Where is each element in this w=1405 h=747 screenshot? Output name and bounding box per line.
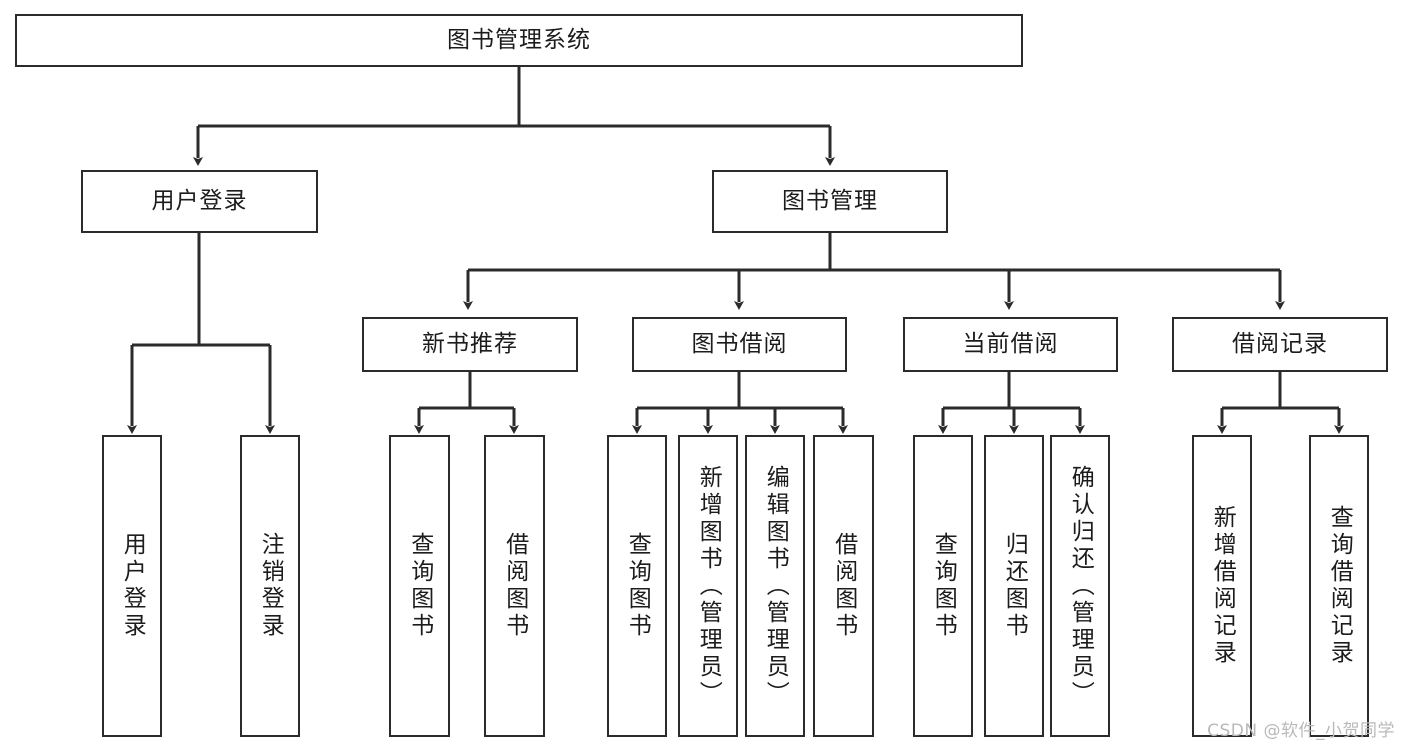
leaf-borrow-edit-book-admin[interactable]: 编辑图书（管理员） <box>745 435 805 737</box>
leaf-current-confirm-return-admin[interactable]: 确认归还（管理员） <box>1050 435 1110 737</box>
node-label: 新增图书（管理员） <box>695 464 722 708</box>
node-borrow-record[interactable]: 借阅记录 <box>1172 317 1388 372</box>
node-label: 图书管理 <box>782 187 878 214</box>
leaf-borrow-add-book-admin[interactable]: 新增图书（管理员） <box>678 435 738 737</box>
leaf-recommend-query-book[interactable]: 查询图书 <box>389 435 450 737</box>
leaf-current-return-book[interactable]: 归还图书 <box>984 435 1044 737</box>
leaf-borrow-query-book[interactable]: 查询图书 <box>607 435 667 737</box>
node-current-borrow[interactable]: 当前借阅 <box>903 317 1118 372</box>
node-label: 借阅图书 <box>501 532 528 640</box>
node-label: 查询图书 <box>406 532 433 640</box>
node-label: 注销登录 <box>257 532 284 640</box>
node-label: 编辑图书（管理员） <box>762 464 789 708</box>
node-label: 图书管理系统 <box>447 26 591 53</box>
node-label: 归还图书 <box>1001 532 1028 640</box>
node-book-management[interactable]: 图书管理 <box>712 170 948 233</box>
node-label: 查询图书 <box>930 532 957 640</box>
leaf-user-login-signin[interactable]: 用户登录 <box>102 435 162 737</box>
node-label: 当前借阅 <box>962 330 1059 357</box>
leaf-recommend-borrow-book[interactable]: 借阅图书 <box>484 435 545 737</box>
node-label: 图书借阅 <box>691 330 788 357</box>
node-label: 用户登录 <box>119 532 146 640</box>
node-label: 新增借阅记录 <box>1209 505 1236 667</box>
node-root-system[interactable]: 图书管理系统 <box>15 14 1023 67</box>
leaf-record-query-record[interactable]: 查询借阅记录 <box>1309 435 1369 737</box>
node-label: 借阅图书 <box>830 532 857 640</box>
node-book-borrow[interactable]: 图书借阅 <box>632 317 847 372</box>
node-label: 借阅记录 <box>1232 330 1328 357</box>
node-label: 查询借阅记录 <box>1326 505 1353 667</box>
node-label: 查询图书 <box>624 532 651 640</box>
node-new-book-recommend[interactable]: 新书推荐 <box>362 317 578 372</box>
leaf-user-login-signout[interactable]: 注销登录 <box>240 435 300 737</box>
node-label: 新书推荐 <box>422 330 518 357</box>
leaf-borrow-borrow-book[interactable]: 借阅图书 <box>813 435 874 737</box>
watermark-text: CSDN @软件_小贺同学 <box>1207 721 1395 741</box>
node-user-login[interactable]: 用户登录 <box>81 170 318 233</box>
node-label: 用户登录 <box>151 187 248 214</box>
leaf-current-query-book[interactable]: 查询图书 <box>913 435 973 737</box>
leaf-record-add-record[interactable]: 新增借阅记录 <box>1192 435 1252 737</box>
node-label: 确认归还（管理员） <box>1067 464 1094 708</box>
